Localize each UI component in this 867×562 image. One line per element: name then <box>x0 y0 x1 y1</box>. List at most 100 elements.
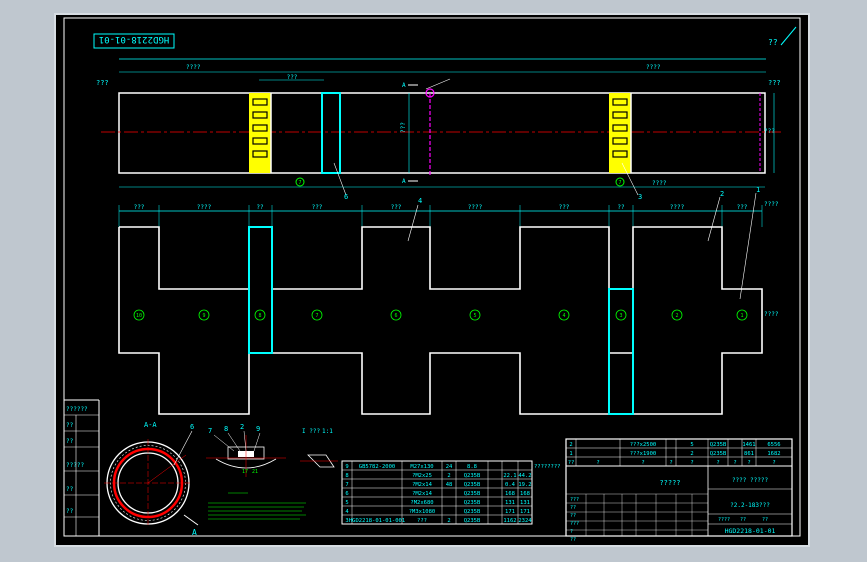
bom-frame <box>341 460 533 525</box>
flat-dim-label: ???? <box>197 204 212 211</box>
top-view-body <box>118 92 766 174</box>
title-spec: ?2.2-183??? <box>730 502 770 509</box>
title-cell: ? <box>747 460 750 466</box>
flat-balloon <box>198 309 210 321</box>
bom-cell: 8 <box>345 473 348 479</box>
flange-right <box>609 93 631 173</box>
dim-height-label: ??? <box>400 122 407 133</box>
section-a-label-top: A <box>402 82 406 89</box>
bom-side-note: ???????? <box>534 464 561 470</box>
detail-leader-1 <box>213 434 235 452</box>
callout-6-label: 6 <box>344 193 348 201</box>
title-small-cell: ?? <box>570 513 576 519</box>
bom-cell: 171 <box>520 509 530 515</box>
callout-7-text: 7 <box>298 180 301 186</box>
bom-cell: 131 <box>505 500 515 506</box>
section-a-marker <box>183 514 199 526</box>
title-cell: 6556 <box>767 442 780 448</box>
bom-cell: Q235B <box>464 518 481 524</box>
title-cell: ? <box>641 460 644 466</box>
bom-cell: 171 <box>505 509 515 515</box>
flat-balloon-number: 2 <box>675 313 678 319</box>
bom-cell: 9 <box>345 464 348 470</box>
flat-balloon-number: 5 <box>473 313 476 319</box>
bom-cell: ??? <box>417 518 427 524</box>
flat-dim-label: ??? <box>312 204 323 211</box>
title-frame <box>565 438 793 537</box>
weld-leader <box>425 78 451 90</box>
flat-dim-label: ???? <box>670 204 685 211</box>
flat-note-top: ???? <box>764 201 779 208</box>
flat-dim-label: ??? <box>134 204 145 211</box>
left-strip-cell: ?? <box>66 422 74 429</box>
leader-3 <box>621 162 639 196</box>
bolt-detail: 7 8 2 9 17 21 <box>206 423 286 477</box>
title-cell: ? <box>716 460 719 466</box>
title-cell: ???x1900 <box>630 451 657 457</box>
title-cell: 1 <box>569 451 572 457</box>
bom-cell: ?M2x680 <box>410 500 433 506</box>
bom-cell: 4 <box>345 509 349 515</box>
title-cell: ? <box>669 460 672 466</box>
section-notes <box>208 492 306 520</box>
leader-2-label: 2 <box>720 190 724 198</box>
bom-cell: Q235B <box>464 491 481 497</box>
left-strip-cell: ?? <box>66 486 74 493</box>
left-strip-cell: ?? <box>66 438 74 445</box>
callout-right-text: ???? <box>652 180 667 187</box>
title-scale-cell: ???? <box>718 517 730 523</box>
flat-ring-strip-right <box>608 288 634 415</box>
flat-balloon <box>254 309 266 321</box>
title-cell: ? <box>733 460 736 466</box>
section-callout-6: 6 <box>190 423 194 431</box>
corner-mark: ?? <box>768 38 778 47</box>
flat-balloon <box>558 309 570 321</box>
leader-1 <box>739 192 757 300</box>
flat-dim-label: ?? <box>617 204 625 211</box>
ring-band <box>321 92 341 174</box>
note-left: ??? <box>96 79 109 87</box>
title-scale-cell: ?? <box>740 517 746 523</box>
title-cell: Q235B <box>710 442 727 448</box>
title-cell: ? <box>596 460 599 466</box>
title-cell: ? <box>690 460 693 466</box>
title-scale-cell: ?? <box>762 517 768 523</box>
bom-cell: HGD2218-01-01-001 <box>349 518 405 524</box>
bom-cell: ?M3x1080 <box>409 509 436 515</box>
title-part-name: ????? <box>659 479 680 487</box>
section-view: A-A 6 A 7 8 2 9 17 21 <box>104 421 338 537</box>
detail-callout-9: 9 <box>256 425 260 433</box>
title-cell: Q235B <box>710 451 727 457</box>
flat-note-mid: ???? <box>764 311 779 318</box>
flat-balloon <box>469 309 481 321</box>
callout-7b-text: 7 <box>618 180 621 186</box>
flat-outline <box>118 226 763 415</box>
left-strip-cell: ????? <box>66 462 84 469</box>
dim-overall-label: ???? <box>186 64 201 71</box>
bom-cell: 7 <box>345 482 348 488</box>
detail-leader-2 <box>227 432 241 452</box>
detail-callout-7: 7 <box>208 427 212 435</box>
title-cell: 2 <box>569 442 572 448</box>
detail-leader-3 <box>243 430 247 452</box>
flat-layout: ??????????????????????????????? ???? ???… <box>118 186 779 415</box>
bom-cell: 3 <box>345 518 348 524</box>
left-strip-cell: ?????? <box>66 406 88 413</box>
bom-cell: Q235B <box>464 509 481 515</box>
corner-mark-line <box>780 26 797 46</box>
detail-leader-4 <box>253 432 261 452</box>
bom-cell: 168 <box>520 491 530 497</box>
section-a-letter: A <box>192 528 197 537</box>
title-small-cell: ? <box>570 529 573 535</box>
mirrored-drawing-number: HGD2218-01-01 <box>99 34 169 44</box>
flat-balloon <box>736 309 748 321</box>
detail-i-shape <box>307 454 335 468</box>
dim-segment-label: ??? <box>287 74 298 81</box>
note-right: ??? <box>768 79 781 87</box>
end-dim-label: ??? <box>764 128 775 135</box>
detail-num-21: 21 <box>252 469 258 475</box>
title-small-cell: ?? <box>570 505 576 511</box>
flat-balloon-number: 9 <box>202 313 205 319</box>
flat-balloon-number: 10 <box>136 313 142 319</box>
